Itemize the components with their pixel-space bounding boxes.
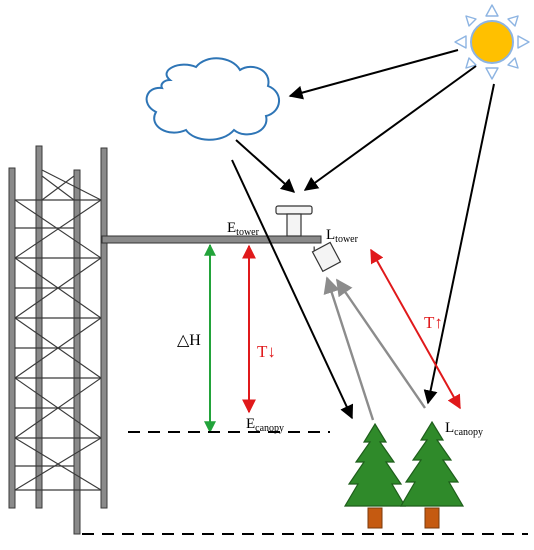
l-tower-label: Ltower bbox=[326, 227, 359, 245]
cloud-to-canopy-arrow bbox=[231, 159, 354, 420]
cloud-icon bbox=[145, 57, 280, 141]
sun-to-sensor-arrow bbox=[303, 65, 477, 191]
sun-to-cloud-arrow bbox=[288, 49, 459, 100]
t-up-arrow bbox=[370, 248, 461, 410]
tree-icon bbox=[399, 420, 465, 529]
upward-sensor-icon bbox=[311, 241, 342, 273]
tower-boom-arm bbox=[101, 235, 322, 244]
l-canopy-label: Lcanopy bbox=[445, 420, 483, 438]
tree-icon bbox=[343, 422, 407, 529]
delta-h-label: △H bbox=[177, 332, 201, 349]
sun-to-canopy-arrow bbox=[423, 83, 495, 405]
cloud-to-sensor-arrow bbox=[235, 139, 296, 193]
reflected-ray-right bbox=[336, 278, 426, 409]
reflected-rays bbox=[323, 276, 426, 421]
e-tower-label: Etower bbox=[227, 220, 260, 238]
t-up-label: T↑ bbox=[424, 313, 443, 332]
t-down-label: T↓ bbox=[257, 342, 276, 361]
downward-sensor-icon bbox=[275, 205, 313, 237]
sun-icon bbox=[454, 4, 530, 80]
tower-icon bbox=[8, 145, 108, 535]
e-canopy-label: Ecanopy bbox=[246, 416, 284, 434]
reflected-ray-left bbox=[323, 276, 375, 421]
